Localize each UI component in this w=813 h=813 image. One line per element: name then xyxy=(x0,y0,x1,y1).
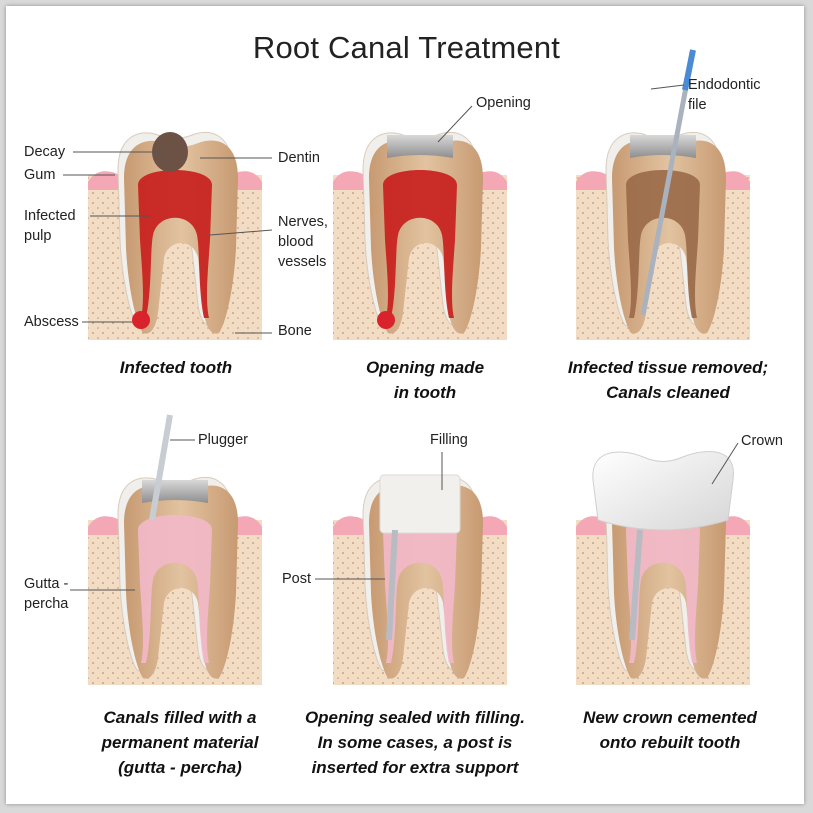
caption-line: Infected tissue removed; xyxy=(567,358,769,377)
leader-endodontic-file xyxy=(650,84,685,90)
gum-left xyxy=(333,171,365,190)
caption-line: Canals cleaned xyxy=(606,383,730,402)
caption-line: Opening sealed with filling. xyxy=(304,708,526,727)
opening-cavity xyxy=(387,135,453,158)
label-crown: Crown xyxy=(741,433,783,449)
caption-panel-1: Infected tooth xyxy=(76,355,276,380)
label-decay: Decay xyxy=(24,144,66,160)
endodontic-file-shaft xyxy=(640,49,696,316)
label-endodontic-file-1: Endodontic xyxy=(688,77,761,93)
label-nerves-1: Nerves, xyxy=(278,214,328,230)
tooth-panel-2 xyxy=(333,131,507,340)
label-abscess: Abscess xyxy=(24,314,79,330)
post-rod xyxy=(629,529,643,641)
label-post: Post xyxy=(282,571,312,587)
caption-panel-3: Infected tissue removed; Canals cleaned xyxy=(533,355,803,405)
label-dentin: Dentin xyxy=(278,150,320,166)
label-filling: Filling xyxy=(430,432,468,448)
gum-left xyxy=(333,516,365,535)
gum-right xyxy=(475,516,507,535)
opening-cavity xyxy=(142,480,208,503)
label-endodontic-file-2: file xyxy=(688,97,707,113)
label-opening: Opening xyxy=(476,95,531,111)
post-rod xyxy=(386,529,398,641)
gum-right xyxy=(230,171,262,190)
caption-line: Opening made xyxy=(365,358,485,377)
pulp-chamber xyxy=(626,170,700,318)
gum-right xyxy=(230,516,262,535)
leader-opening xyxy=(437,105,473,143)
label-plugger: Plugger xyxy=(198,432,248,448)
pulp-chamber xyxy=(138,170,212,318)
abscess-spot xyxy=(132,311,150,329)
label-nerves-3: vessels xyxy=(278,254,327,270)
caption-panel-5: Opening sealed with filling. In some cas… xyxy=(280,705,550,780)
label-nerves-2: blood xyxy=(278,234,314,250)
caption-line: in tooth xyxy=(393,383,457,402)
tooth-panel-4 xyxy=(88,414,262,685)
pulp-chamber xyxy=(383,170,457,318)
gum-right xyxy=(718,171,750,190)
pulp-chamber xyxy=(138,515,212,663)
caption-line: inserted for extra support xyxy=(311,758,519,777)
caption-panel-6: New crown cemented onto rebuilt tooth xyxy=(555,705,785,755)
label-gutta-percha-1: Gutta - xyxy=(24,576,69,592)
pulp-chamber xyxy=(383,515,457,663)
filling-block xyxy=(379,474,461,534)
caption-line: In some cases, a post is xyxy=(317,733,513,752)
tooth-panel-5 xyxy=(333,474,507,685)
crown-cap xyxy=(592,451,734,531)
tooth-panel-3 xyxy=(576,49,750,340)
caption-line: onto rebuilt tooth xyxy=(599,733,741,752)
caption-line: (gutta - percha) xyxy=(118,758,242,777)
caption-line: New crown cemented xyxy=(583,708,757,727)
label-bone: Bone xyxy=(278,323,312,339)
gum-right xyxy=(475,171,507,190)
figure-title: Root Canal Treatment xyxy=(252,30,561,65)
abscess-spot xyxy=(377,311,395,329)
endodontic-file-handle xyxy=(682,49,696,91)
leader-nerves xyxy=(209,229,273,236)
plugger-instrument xyxy=(149,414,173,521)
label-infected-pulp-2: pulp xyxy=(24,228,52,244)
tooth-panel-6 xyxy=(576,451,750,685)
decay-spot xyxy=(152,132,188,172)
label-gum: Gum xyxy=(24,167,56,183)
caption-line: Infected tooth xyxy=(119,358,233,377)
opening-cavity xyxy=(630,135,696,158)
caption-panel-2: Opening made in tooth xyxy=(325,355,525,405)
caption-line: permanent material xyxy=(101,733,259,752)
gum-left xyxy=(576,171,608,190)
caption-line: Canals filled with a xyxy=(103,708,257,727)
gum-left xyxy=(88,516,120,535)
tooth-panel-1 xyxy=(88,131,262,340)
caption-panel-4: Canals filled with a permanent material … xyxy=(50,705,310,780)
gum-left xyxy=(88,171,120,190)
pulp-chamber xyxy=(626,515,700,663)
leader-crown xyxy=(711,442,739,485)
label-gutta-percha-2: percha xyxy=(24,596,69,612)
label-infected-pulp-1: Infected xyxy=(24,208,76,224)
